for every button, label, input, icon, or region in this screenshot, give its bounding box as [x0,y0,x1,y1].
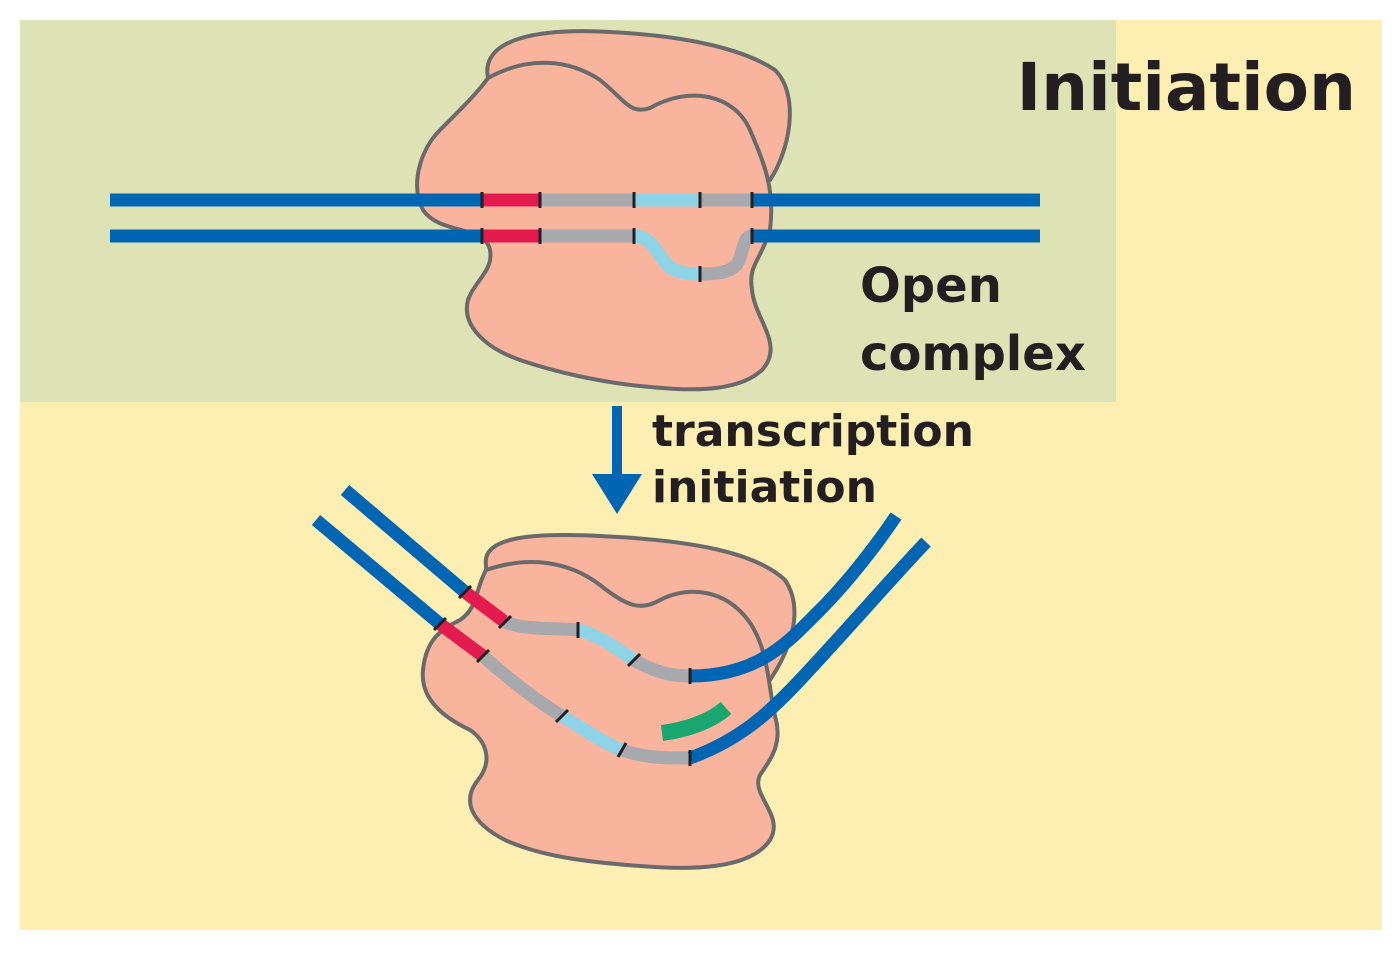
initiation-complex [311,485,931,870]
downstream-lower [619,743,691,765]
open-complex [110,29,1040,392]
promoter-minus10-upper [576,623,638,666]
segment-ticks-top [480,192,754,282]
promoter-minus10-bottom-bubble [633,229,701,281]
spacer-upper [502,615,579,637]
open-complex-label-line2: complex [860,326,1086,382]
title: Initiation [1017,49,1356,126]
spacer-lower [478,651,566,722]
dna-upper-downstream [689,512,902,683]
downstream-upper [630,654,691,683]
dna-lower-upstream [311,515,445,629]
dna-lower-downstream [687,537,931,765]
promoter-minus35-lower [436,618,487,662]
segment-ticks-bottom [432,584,692,766]
step-label-line1: transcription [652,406,974,457]
promoter-minus35-upper [461,586,509,628]
rna-polymerase-body-2 [420,560,780,870]
open-complex-label-line1: Open [860,258,1002,314]
rna-transcript [660,701,732,741]
step-label-line2: initiation [652,462,877,513]
down-arrow-icon [592,406,642,514]
rna-polymerase-body [415,60,774,392]
promoter-minus10-lower [558,710,625,757]
downstream-bottom-bubble [699,229,753,281]
dna-upper-upstream [340,485,470,597]
